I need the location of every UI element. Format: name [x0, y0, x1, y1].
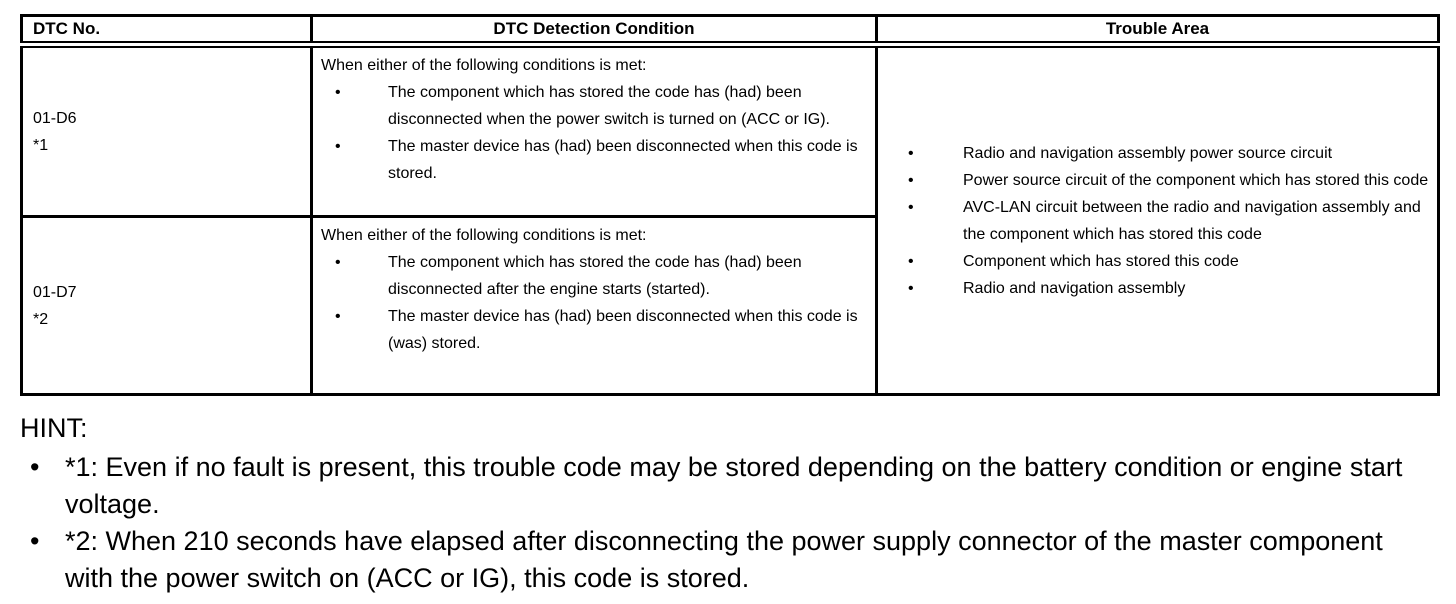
trouble-area-item: • Power source circuit of the component … — [878, 167, 1429, 194]
bullet-icon: • — [335, 254, 341, 271]
bullet-icon: • — [908, 171, 914, 189]
header-cell-detection-condition: DTC Detection Condition — [310, 14, 878, 48]
trouble-area-item-text: Component which has stored this code — [963, 252, 1239, 270]
condition-item-text: The master device has (had) been disconn… — [388, 138, 858, 182]
hint-label: HINT: — [20, 413, 88, 443]
dtc-code: 01-D7 — [33, 283, 77, 301]
bullet-icon: • — [335, 308, 341, 325]
condition-item: • The master device has (had) been disco… — [321, 303, 867, 357]
trouble-area-item: • AVC-LAN circuit between the radio and … — [878, 194, 1429, 248]
condition-item-text: The component which has stored the code … — [388, 254, 802, 298]
trouble-area-item-text: Radio and navigation assembly — [963, 279, 1186, 297]
trouble-area-item: • Radio and navigation assembly — [878, 275, 1429, 302]
dtc-no-cell: 01-D6 *1 — [20, 43, 313, 218]
dtc-table: DTC No. DTC Detection Condition Trouble … — [20, 14, 1440, 396]
hint-item: • *2: When 210 seconds have elapsed afte… — [20, 523, 1437, 597]
bullet-icon: • — [30, 452, 40, 482]
condition-item: • The component which has stored the cod… — [321, 79, 867, 133]
bullet-icon: • — [335, 84, 341, 101]
condition-item-text: The component which has stored the code … — [388, 84, 830, 128]
bullet-icon: • — [30, 526, 40, 556]
bullet-icon: • — [908, 252, 914, 270]
hint-item-text: *2: When 210 seconds have elapsed after … — [65, 526, 1383, 593]
trouble-area-item-text: Radio and navigation assembly power sour… — [963, 144, 1333, 162]
condition-intro: When either of the following conditions … — [321, 57, 647, 74]
dtc-no-cell: 01-D7 *2 — [20, 215, 313, 396]
dtc-note: *1 — [33, 136, 49, 154]
trouble-area-item: • Radio and navigation assembly power so… — [878, 140, 1429, 167]
bullet-icon: • — [908, 144, 914, 162]
detection-condition-cell: When either of the following conditions … — [310, 43, 878, 218]
trouble-area-item-text: AVC-LAN circuit between the radio and na… — [963, 198, 1421, 243]
condition-item: • The master device has (had) been disco… — [321, 133, 867, 187]
bullet-icon: • — [908, 198, 914, 216]
condition-intro: When either of the following conditions … — [321, 227, 647, 244]
table-row-01-d6: 01-D6 *1 When either of the following co… — [20, 43, 1440, 396]
header-cell-dtc-no: DTC No. — [20, 14, 313, 48]
condition-item: • The component which has stored the cod… — [321, 249, 867, 303]
trouble-area-item: • Component which has stored this code — [878, 248, 1429, 275]
table-row-01-d7: 01-D7 *2 When either of the following co… — [20, 215, 1439, 396]
bullet-icon: • — [908, 279, 914, 297]
condition-item-text: The master device has (had) been disconn… — [388, 308, 858, 352]
hint-item-text: *1: Even if no fault is present, this tr… — [65, 452, 1403, 519]
hint-item: • *1: Even if no fault is present, this … — [20, 449, 1437, 523]
table-header-row: DTC No. DTC Detection Condition Trouble … — [20, 14, 1440, 48]
dtc-note: *2 — [33, 310, 49, 328]
trouble-area-cell: • Radio and navigation assembly power so… — [875, 43, 1440, 396]
hint-section: HINT: • *1: Even if no fault is present,… — [20, 410, 1437, 597]
header-cell-trouble-area: Trouble Area — [875, 14, 1440, 48]
bullet-icon: • — [335, 138, 341, 155]
trouble-area-item-text: Power source circuit of the component wh… — [963, 171, 1429, 189]
dtc-code: 01-D6 — [33, 109, 77, 127]
detection-condition-cell: When either of the following conditions … — [310, 215, 878, 396]
